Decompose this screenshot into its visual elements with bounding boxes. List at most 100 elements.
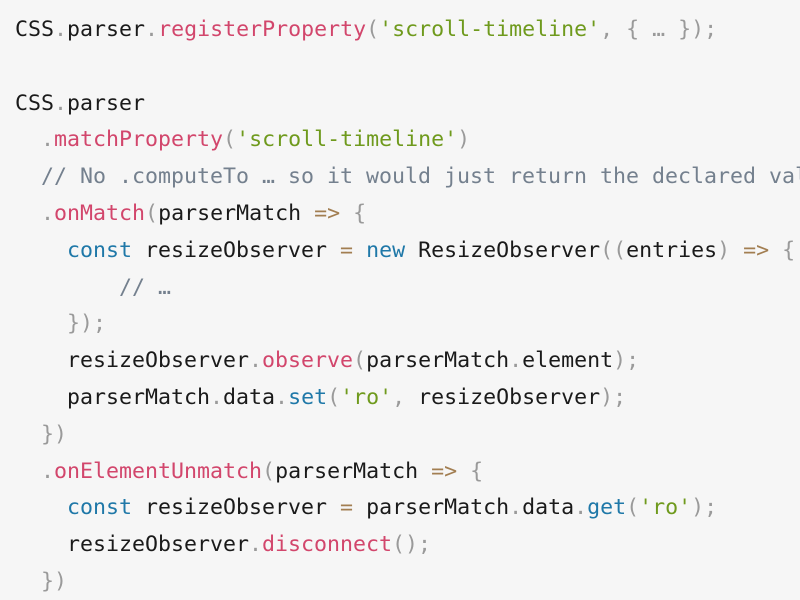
code-token: ( (145, 200, 159, 226)
code-line: }) (15, 564, 800, 600)
code-token: registerProperty (158, 17, 367, 42)
code-token: onElementUnmatch (54, 458, 263, 484)
code-token: // … (15, 274, 172, 300)
code-line: .onElementUnmatch(parserMatch => { (15, 454, 800, 491)
code-token: ); (600, 384, 627, 410)
code-line: parserMatch.data.set('ro', resizeObserve… (15, 380, 800, 417)
code-token: . (145, 17, 159, 42)
code-token: resizeObserver (132, 495, 341, 521)
code-token: disconnect (262, 532, 393, 558)
code-token: const (67, 237, 133, 263)
code-token: data (522, 495, 575, 521)
code-token: matchProperty (54, 127, 224, 153)
code-token: resizeObserver (15, 532, 250, 558)
code-token (353, 238, 366, 263)
code-token: new (366, 237, 406, 263)
code-token: data (223, 384, 276, 410)
code-token: => (743, 237, 770, 263)
code-token: // No .computeTo … so it would just retu… (15, 164, 800, 190)
code-token: CSS (15, 90, 55, 116)
code-token: . (210, 384, 224, 410)
code-token: (( (600, 237, 627, 263)
code-token: . (54, 17, 68, 42)
code-token: parser (67, 90, 146, 116)
code-line: // … (15, 270, 800, 307)
code-token: . (54, 90, 68, 116)
code-token: ( (366, 17, 380, 42)
code-token: ( (327, 384, 341, 410)
code-token: 'scroll-timeline' (236, 127, 458, 153)
code-token: . (249, 348, 263, 374)
code-token: onMatch (54, 200, 146, 226)
code-token: . (275, 384, 289, 410)
code-line: // No .computeTo … so it would just retu… (15, 159, 800, 196)
code-token: resizeObserver (15, 348, 250, 374)
code-token: ( (223, 127, 237, 153)
code-token: resizeObserver (418, 384, 601, 410)
code-token: . (41, 127, 55, 153)
code-token: parserMatch (275, 458, 432, 484)
code-token: parserMatch (353, 495, 510, 521)
code-line: .onMatch(parserMatch => { (15, 196, 800, 233)
code-token: observe (262, 348, 354, 374)
code-token: ) (717, 237, 744, 263)
code-line: CSS.parser (15, 86, 800, 123)
code-token: , (392, 384, 419, 410)
code-token: (); (392, 532, 432, 558)
code-token: }) (15, 568, 68, 594)
code-token: . (249, 532, 263, 558)
code-token: element (522, 348, 614, 374)
code-token: const (67, 495, 133, 521)
code-token: }); (15, 311, 107, 337)
code-token: 'ro' (639, 495, 692, 521)
code-line: .matchProperty('scroll-timeline') (15, 122, 800, 159)
code-token: ); (613, 348, 640, 374)
code-token: 'ro' (340, 384, 393, 410)
code-token: . (41, 200, 55, 226)
code-line: const resizeObserver = new ResizeObserve… (15, 233, 800, 270)
code-token: resizeObserver (132, 237, 341, 263)
code-token: ( (262, 458, 276, 484)
code-token: parserMatch (366, 348, 510, 374)
code-token (15, 127, 41, 152)
code-token: get (587, 495, 627, 521)
code-line (15, 49, 800, 86)
code-token (15, 201, 41, 226)
code-token: . (509, 495, 523, 521)
code-token: 'scroll-timeline' (379, 17, 601, 42)
code-token: ); (691, 495, 718, 521)
code-token: entries (626, 237, 718, 263)
code-token: parserMatch (15, 384, 211, 410)
code-token: => (314, 200, 341, 226)
code-token: . (509, 348, 523, 374)
code-token: ( (353, 348, 367, 374)
code-token: ( (626, 495, 640, 521)
code-token: ResizeObserver (405, 237, 601, 263)
code-token: = (340, 495, 354, 521)
code-token: { (769, 237, 796, 263)
code-token: ) (457, 127, 471, 153)
code-line: }) (15, 417, 800, 454)
code-line: resizeObserver.disconnect(); (15, 527, 800, 564)
code-line: const resizeObserver = parserMatch.data.… (15, 490, 800, 527)
code-token: set (288, 384, 328, 410)
code-token: => (431, 458, 458, 484)
code-block: CSS.parser.registerProperty('scroll-time… (15, 12, 800, 600)
code-token: }) (15, 421, 68, 447)
code-token: . (574, 495, 588, 521)
code-token: { (457, 458, 484, 484)
code-line: resizeObserver.observe(parserMatch.eleme… (15, 343, 800, 380)
code-token (15, 238, 67, 263)
code-token: { (340, 200, 367, 226)
code-token: . (41, 458, 55, 484)
code-line: CSS.parser.registerProperty('scroll-time… (15, 12, 800, 49)
code-token: CSS (15, 17, 55, 42)
code-token: parserMatch (158, 200, 315, 226)
code-token: = (340, 237, 354, 263)
code-line: }); (15, 306, 800, 343)
code-token: parser (67, 17, 146, 42)
code-token: , { … }); (600, 17, 718, 42)
code-token (15, 495, 67, 520)
code-token (15, 459, 41, 484)
